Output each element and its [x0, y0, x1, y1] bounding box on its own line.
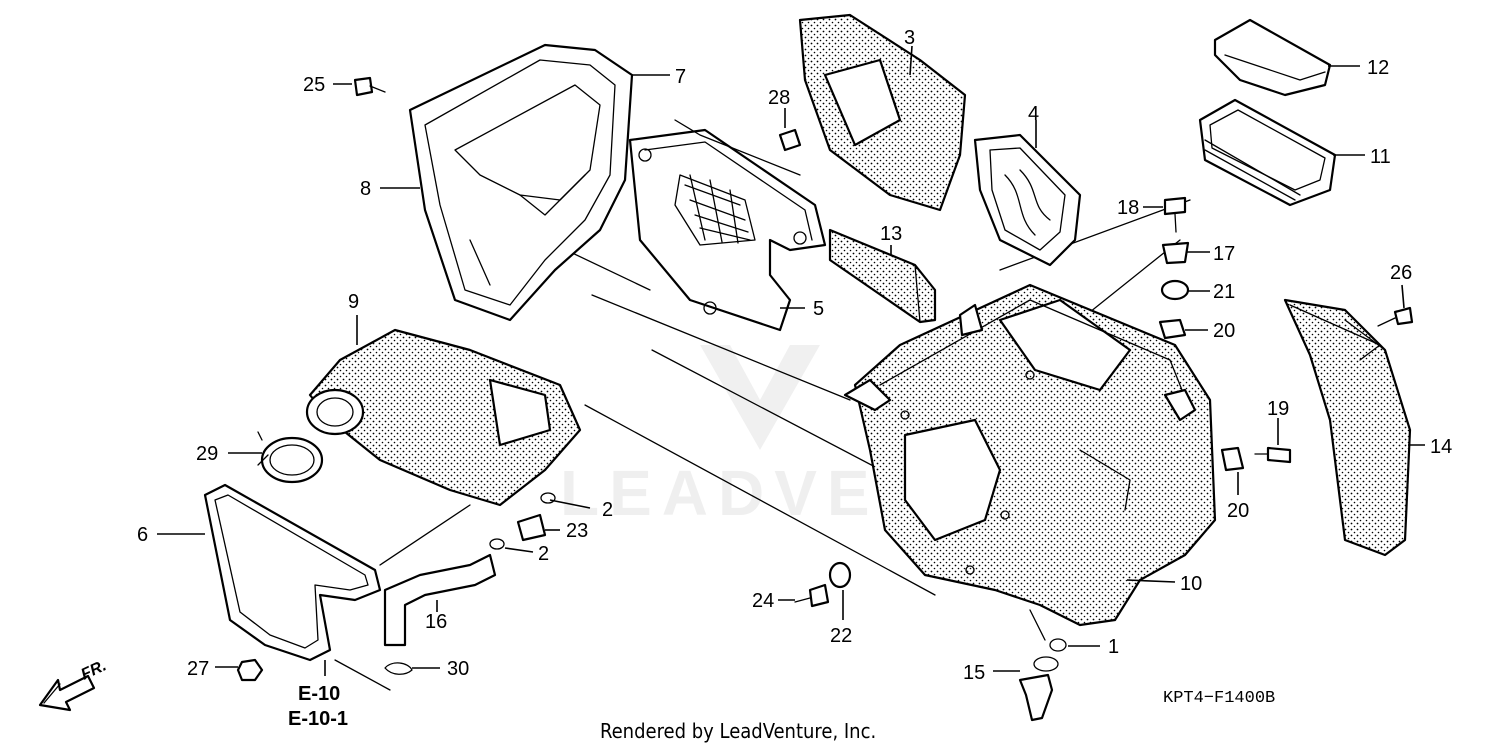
diagram-code: KPT4−F1400B: [1163, 689, 1275, 708]
callout-18: 18: [1117, 197, 1139, 219]
joint-23: [516, 513, 547, 542]
callout-7: 7: [675, 66, 686, 88]
callout-16: 16: [425, 611, 447, 633]
inlet-duct: [1198, 98, 1337, 207]
callout-13: 13: [880, 223, 902, 245]
air-cleaner-element: [628, 119, 827, 332]
callout-2b: 2: [538, 543, 549, 565]
callout-23: 23: [566, 520, 588, 542]
front-indicator: FR.: [38, 657, 110, 712]
drain-plug-15: [1018, 673, 1054, 722]
callout-19: 19: [1267, 398, 1289, 420]
callout-numbers: 1 2 2 3 4 5 6 7 8 9 10 11 12 13 14 15 16…: [137, 27, 1452, 684]
callout-10: 10: [1180, 573, 1202, 595]
air-cleaner-case: [843, 283, 1217, 641]
callout-12: 12: [1367, 57, 1389, 79]
clip-20b: [1220, 446, 1245, 472]
front-arrow-icon: [38, 674, 96, 712]
callout-1: 1: [1108, 636, 1119, 658]
clip-2a: [540, 492, 556, 504]
callout-29: 29: [196, 443, 218, 465]
screw-26: [1377, 306, 1414, 327]
callout-3: 3: [904, 27, 915, 49]
callout-30: 30: [447, 658, 469, 680]
clamp-band: [257, 431, 324, 484]
callout-14: 14: [1430, 436, 1452, 458]
callout-5: 5: [813, 298, 824, 320]
assembly-guide-lines: [334, 199, 1191, 691]
callout-22: 22: [830, 625, 852, 647]
bolt-24: [794, 583, 830, 608]
callout-9: 9: [348, 291, 359, 313]
callout-2a: 2: [602, 499, 613, 521]
callout-6: 6: [137, 524, 148, 546]
reference-e10: E-10: [298, 683, 340, 705]
callout-27: 27: [187, 658, 209, 680]
foam-strip: [828, 228, 937, 324]
foam-filter: [798, 13, 967, 212]
bolt-25: [353, 76, 386, 97]
drain-hose: [383, 553, 497, 647]
callout-26: 26: [1390, 262, 1412, 284]
connecting-tube: [305, 328, 582, 507]
case-gasket: [203, 483, 382, 662]
nut-27: [236, 658, 264, 682]
callout-4: 4: [1028, 103, 1039, 125]
callout-20b: 20: [1227, 500, 1249, 522]
collar-17: [1161, 241, 1190, 265]
duct-cover: [1213, 18, 1332, 97]
callout-21: 21: [1213, 281, 1235, 303]
callout-17: 17: [1213, 243, 1235, 265]
clip-1: [1049, 638, 1067, 652]
callout-11: 11: [1370, 146, 1391, 168]
clip-20a: [1158, 318, 1187, 340]
credit-text: Rendered by LeadVenture, Inc.: [600, 719, 876, 743]
bolt-18: [1163, 196, 1187, 233]
callout-28: 28: [768, 87, 790, 109]
leader-lines: [157, 45, 1425, 676]
clip-30: [384, 662, 413, 675]
callout-24: 24: [752, 590, 774, 612]
washer-22: [828, 561, 852, 589]
air-cleaner-cover: [408, 43, 634, 322]
side-panel: [1283, 298, 1412, 557]
nut-28: [778, 128, 802, 152]
callout-20a: 20: [1213, 320, 1235, 342]
reference-e10-1: E-10-1: [288, 708, 348, 730]
callout-25: 25: [303, 74, 325, 96]
hardware: [236, 76, 1414, 722]
reference-labels: E-10 E-10-1: [288, 683, 348, 730]
o-ring: [1033, 656, 1059, 672]
front-label: FR.: [79, 657, 110, 683]
filter-cage: [973, 133, 1082, 267]
callout-15: 15: [963, 662, 985, 684]
bolt-19: [1254, 446, 1292, 464]
grommet-21: [1160, 279, 1190, 301]
clip-2b: [489, 538, 505, 550]
callout-8: 8: [360, 178, 371, 200]
